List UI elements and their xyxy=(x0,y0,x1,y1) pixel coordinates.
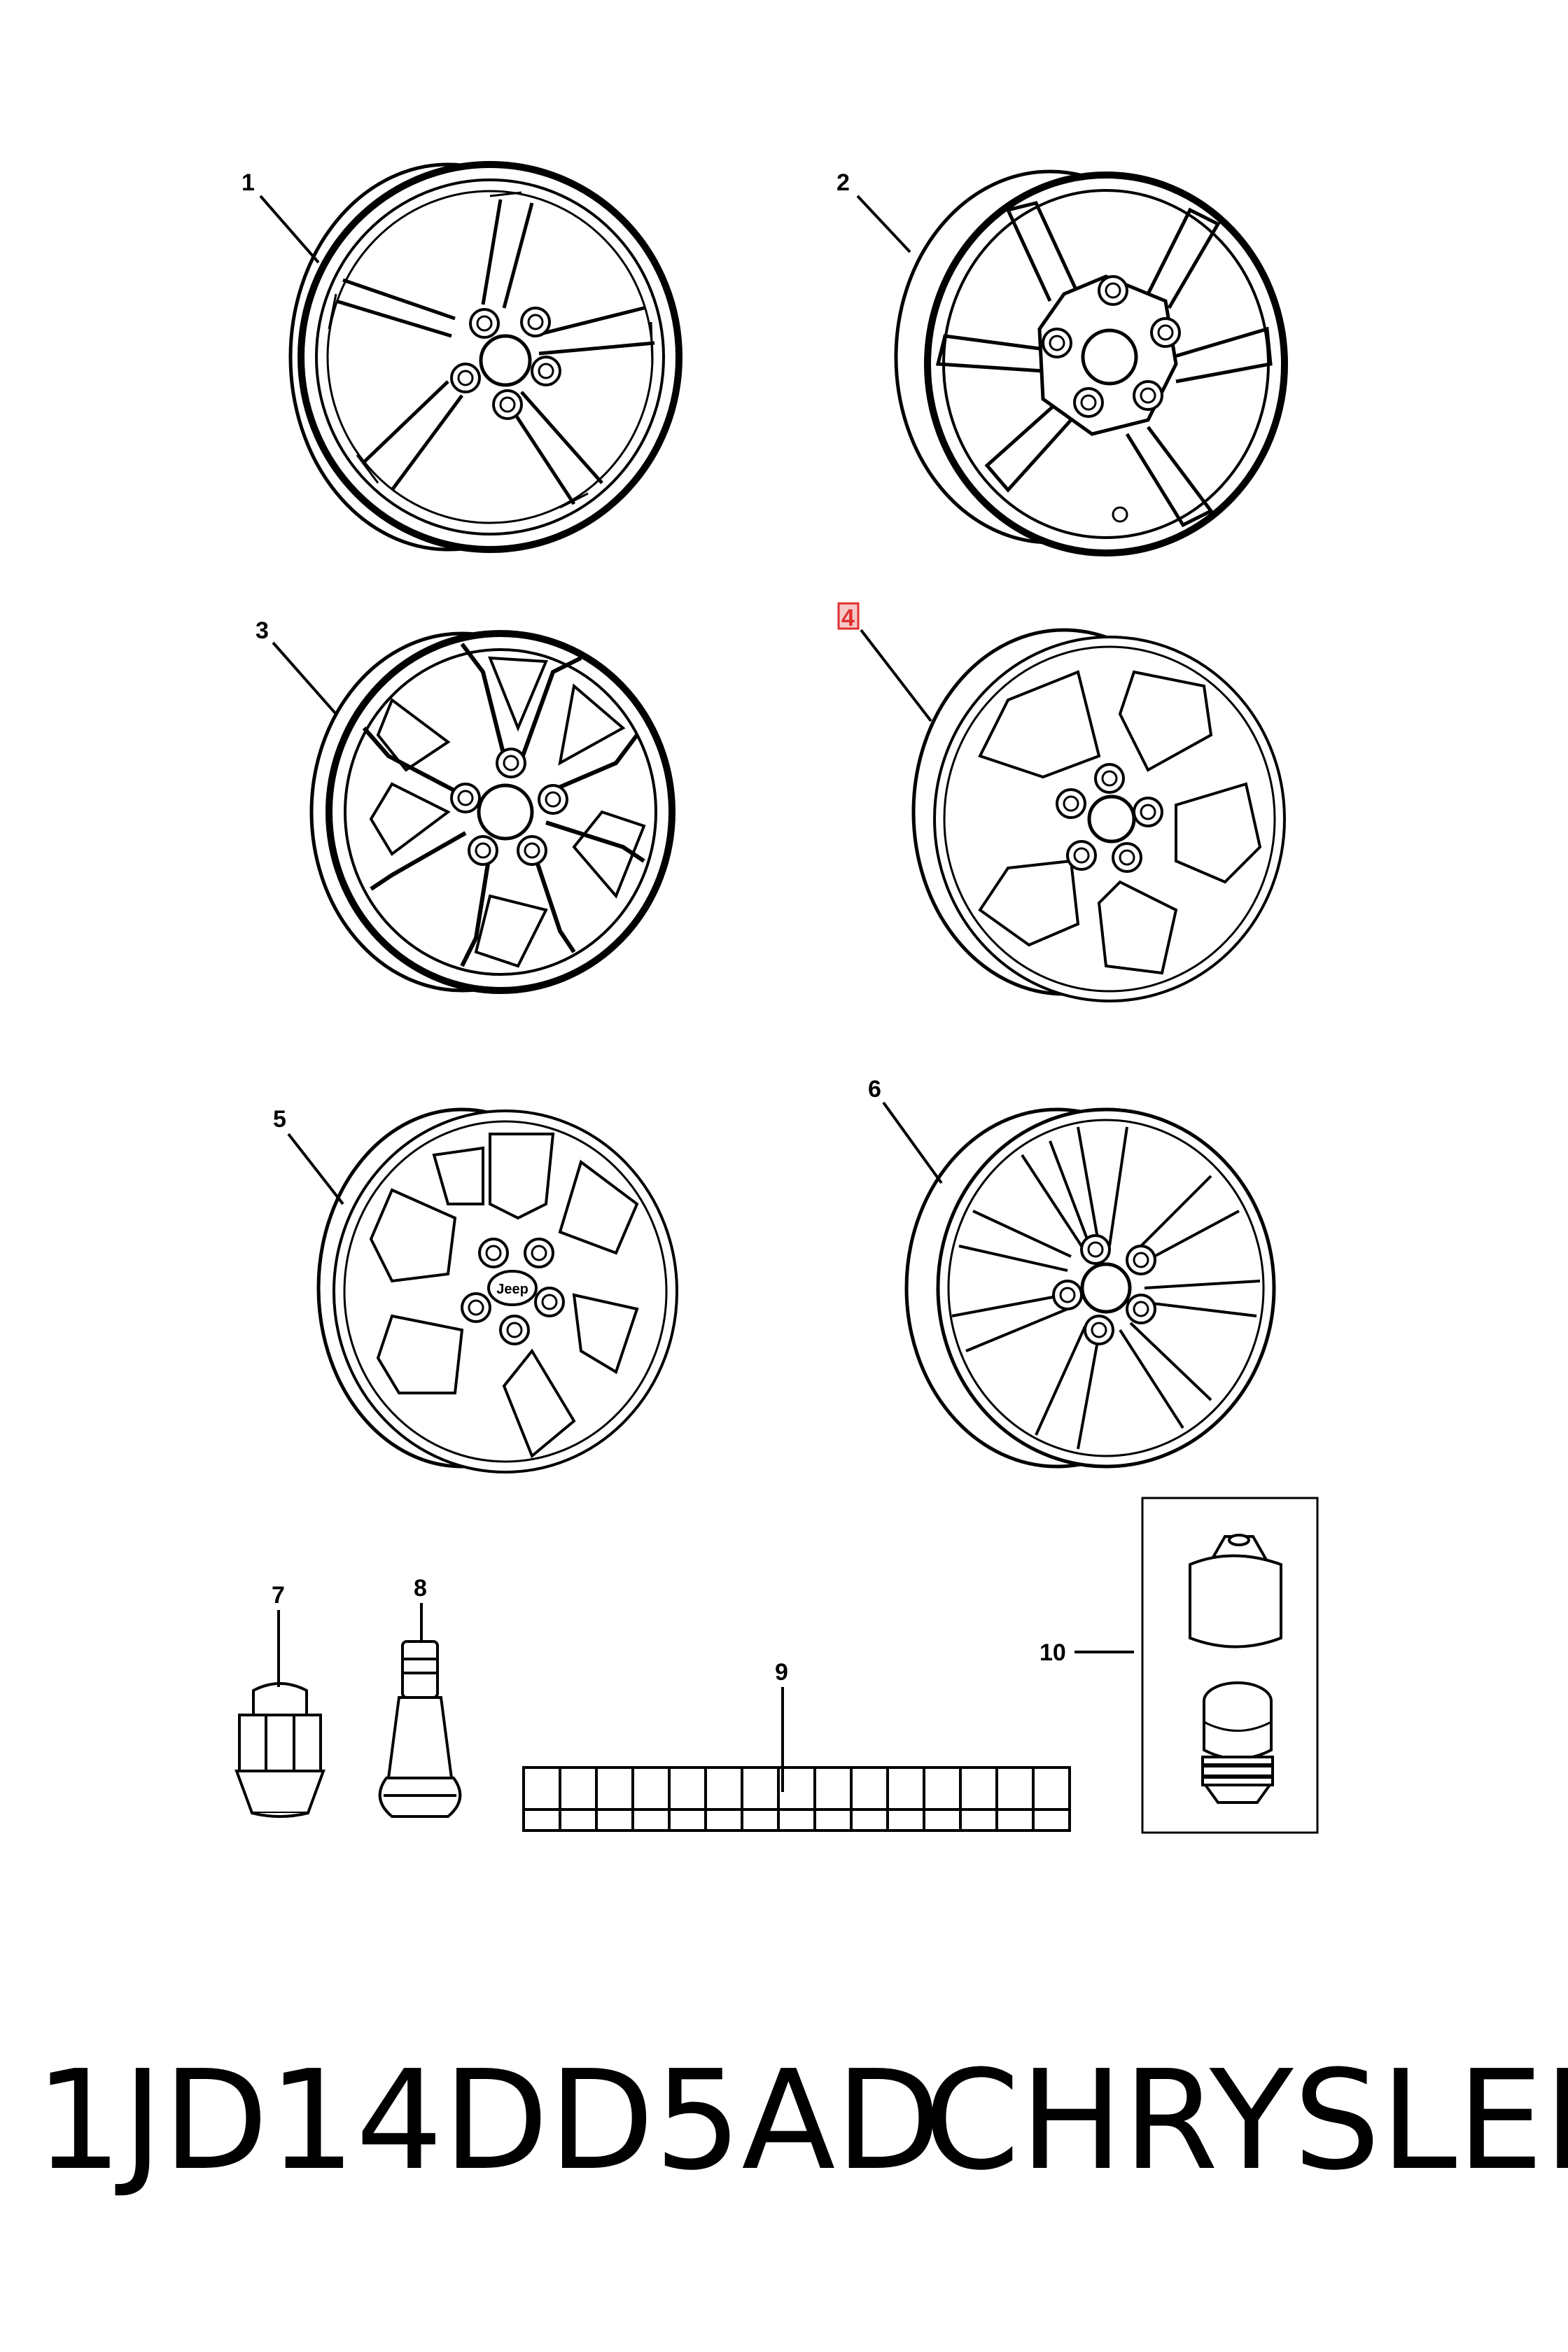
wheel-2 xyxy=(894,169,1288,556)
brand-name: CHRYSLER xyxy=(924,2041,1568,2201)
callout-10[interactable]: 10 xyxy=(1040,1639,1066,1666)
callout-2[interactable]: 2 xyxy=(836,169,850,196)
callout-3[interactable]: 3 xyxy=(255,617,269,644)
part-number: 1JD14DD5AD xyxy=(35,2041,941,2201)
callout-4[interactable]: 4 xyxy=(841,605,855,631)
leader-line-4 xyxy=(860,629,932,722)
wheel-weight-strip xyxy=(522,1766,1071,1832)
wheel-5: Jeep xyxy=(316,1107,678,1474)
wheel-6-spokes xyxy=(951,1126,1261,1450)
leader-line-1 xyxy=(259,195,320,264)
wheel-5-windows xyxy=(369,1133,639,1459)
callout-5[interactable]: 5 xyxy=(273,1106,286,1133)
wheel-3-windows xyxy=(369,656,646,968)
callout-6[interactable]: 6 xyxy=(868,1076,881,1102)
callout-1[interactable]: 1 xyxy=(241,169,255,196)
wheel-4-windows xyxy=(978,670,1262,975)
callout-4-highlight xyxy=(837,602,860,630)
wheel-4 xyxy=(911,628,1286,1002)
callout-7[interactable]: 7 xyxy=(272,1582,285,1609)
lug-nut xyxy=(234,1682,326,1818)
callout-8[interactable]: 8 xyxy=(414,1575,427,1602)
wheel-3-spokes xyxy=(362,643,645,967)
wheel-1-spokes xyxy=(328,191,655,509)
wheel-6 xyxy=(904,1107,1276,1469)
wheel-2-spokes xyxy=(935,201,1273,528)
lock-kit-box xyxy=(1141,1497,1319,1834)
leader-line-6 xyxy=(882,1101,943,1184)
callout-9[interactable]: 9 xyxy=(775,1659,788,1686)
leader-line-3 xyxy=(272,641,337,715)
wheel-logo-text: Jeep xyxy=(496,1282,528,1297)
wheel-3 xyxy=(309,630,676,994)
lock-nut xyxy=(1201,1681,1274,1804)
leader-line-5 xyxy=(287,1133,344,1205)
leader-line-2 xyxy=(856,195,911,253)
valve-stem xyxy=(378,1640,462,1818)
wheel-1 xyxy=(288,161,682,553)
lock-key-socket xyxy=(1189,1534,1282,1648)
